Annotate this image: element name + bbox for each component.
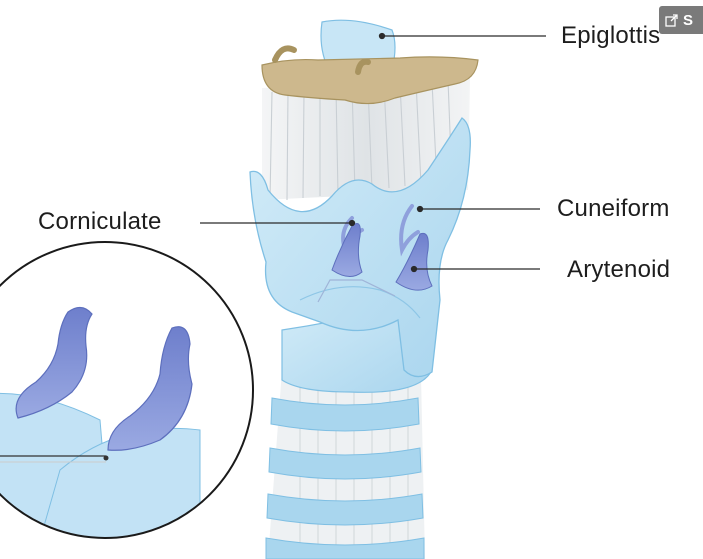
arytenoid-right — [395, 232, 433, 291]
leader-lines — [200, 32, 546, 273]
share-icon — [665, 14, 678, 27]
arytenoid-label: Arytenoid — [567, 256, 671, 283]
cuneiform-cartilage — [399, 204, 420, 257]
inset-arytenoid-left — [15, 306, 93, 419]
share-label: S — [683, 11, 694, 29]
inset-arytenoid-right — [107, 326, 193, 451]
thyrohyoid-membrane — [262, 78, 470, 200]
corniculate-label: Corniculate — [38, 208, 162, 235]
arytenoid-left — [331, 223, 363, 277]
magnified-inset — [0, 241, 254, 539]
epiglottis-label: Epiglottis — [561, 22, 661, 49]
hyoid-bone — [261, 56, 479, 105]
cuneiform-label: Cuneiform — [557, 195, 670, 222]
share-button[interactable]: S — [659, 6, 703, 34]
